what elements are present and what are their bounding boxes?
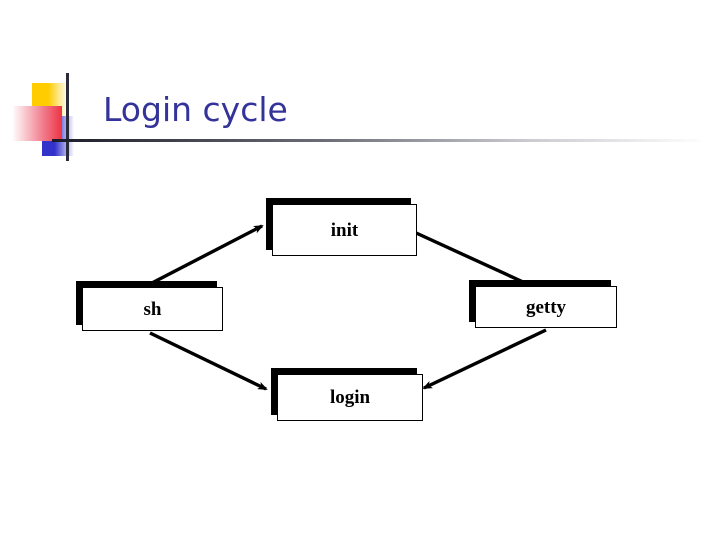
node-face: sh	[82, 287, 223, 331]
node-sh[interactable]: sh	[76, 281, 223, 331]
node-init[interactable]: init	[266, 198, 417, 256]
node-label: init	[330, 219, 359, 241]
edge-sh-to-init	[149, 224, 264, 286]
node-label: getty	[525, 296, 567, 318]
red-square-icon	[12, 106, 62, 141]
vertical-rule	[66, 73, 69, 161]
node-label: login	[329, 387, 371, 408]
node-label: sh	[143, 298, 162, 320]
node-face: init	[272, 204, 417, 256]
edge-sh-to-login	[149, 331, 268, 391]
horizontal-rule	[52, 139, 708, 142]
node-face: getty	[475, 286, 617, 328]
node-login[interactable]: login	[271, 368, 423, 421]
page-title: Login cycle	[103, 90, 288, 129]
edge-getty-to-login	[422, 328, 547, 390]
edge-init-to-getty	[413, 230, 536, 289]
node-face: login	[277, 374, 423, 421]
node-getty[interactable]: getty	[469, 280, 617, 328]
